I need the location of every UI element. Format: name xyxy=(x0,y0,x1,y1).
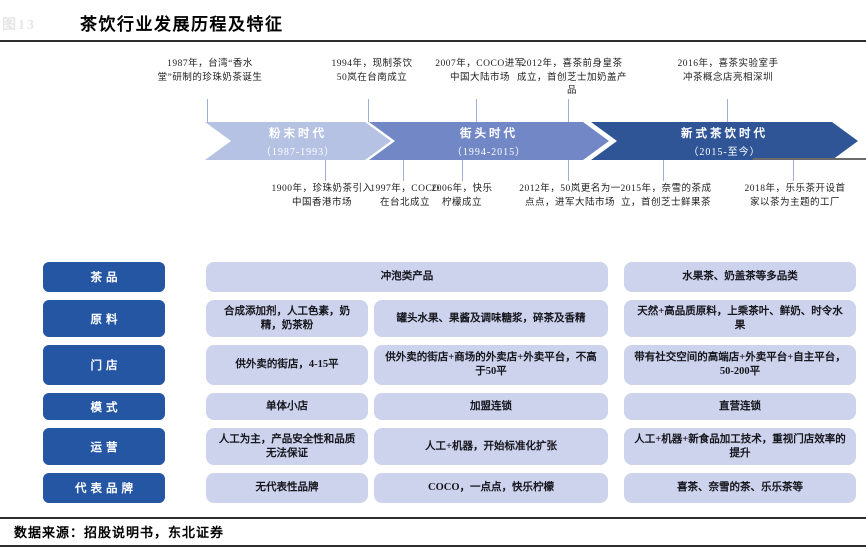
table-row: 代表品牌 无代表性品牌 COCO，一点点，快乐柠檬 喜茶、奈雪的茶、乐乐茶等 xyxy=(0,473,866,503)
table-cell: 人工+机器，开始标准化扩张 xyxy=(374,428,608,465)
connector-line xyxy=(727,99,728,122)
table-cell: 冲泡类产品 xyxy=(206,262,608,292)
timeline-event-above: 2007年，COCO进军中国大陆市场 xyxy=(435,59,525,83)
table-row: 运营 人工为主，产品安全性和品质无法保证 人工+机器，开始标准化扩张 人工+机器… xyxy=(0,428,866,465)
timeline-event-above: 1987年，台湾“香水堂”研制的珍珠奶茶诞生 xyxy=(157,59,263,83)
timeline-event-above: 2016年，喜茶实验室手冲茶概念店亮相深圳 xyxy=(677,59,779,83)
connector-line xyxy=(403,160,404,181)
table-cell: 单体小店 xyxy=(206,393,368,420)
connector-line xyxy=(793,160,794,181)
table-cell: 人工+机器+新食品加工技术，重视门店效率的提升 xyxy=(624,428,856,465)
timeline-event-below: 2012年，50岚更名为一点点，进军大陆市场 xyxy=(519,184,621,208)
table-cell: 天然+高品质原料，上乘茶叶、鲜奶、时令水果 xyxy=(624,300,856,337)
era-years: （2015-至今） xyxy=(688,146,761,158)
era-name: 粉末时代 xyxy=(269,127,327,140)
era-arrow-new-style: 新式茶饮时代 （2015-至今） xyxy=(591,122,858,160)
table-cell: 带有社交空间的高端店+外卖平台+自主平台，50-200平 xyxy=(624,345,856,385)
era-years: （1987-1993） xyxy=(260,146,336,158)
connector-line xyxy=(476,99,477,122)
table-cell: 水果茶、奶盖茶等多品类 xyxy=(624,262,856,292)
table-row: 茶品 冲泡类产品 水果茶、奶盖茶等多品类 xyxy=(0,262,866,292)
table-row: 模式 单体小店 加盟连锁 直营连锁 xyxy=(0,393,866,420)
title-divider xyxy=(0,40,866,42)
connector-line xyxy=(568,99,569,122)
connector-line xyxy=(462,160,463,181)
table-cell: 合成添加剂，人工色素，奶精，奶茶粉 xyxy=(206,300,368,337)
row-label: 门店 xyxy=(43,345,165,385)
source-note: 数据来源：招股说明书，东北证券 xyxy=(14,525,225,540)
table-row: 门店 供外卖的街店，4-15平 供外卖的街店+商场的外卖店+外卖平台，不高于50… xyxy=(0,345,866,385)
era-arrow-powder: 粉末时代 （1987-1993） xyxy=(205,122,391,160)
timeline-event-above: 2012年，喜茶前身皇茶成立，首创芝士加奶盖产品 xyxy=(517,59,628,96)
connector-line xyxy=(325,160,326,181)
source-divider-bottom xyxy=(0,545,866,547)
connector-line xyxy=(207,99,208,122)
table-cell: 无代表性品牌 xyxy=(206,473,368,503)
table-cell: 罐头水果、果酱及调味糖浆，碎茶及香精 xyxy=(374,300,608,337)
faded-figure-label: 图13 xyxy=(2,18,36,33)
connector-line xyxy=(568,160,569,181)
table-cell: 供外卖的街店+商场的外卖店+外卖平台，不高于50平 xyxy=(374,345,608,385)
era-name: 街头时代 xyxy=(460,127,518,140)
source-divider-top xyxy=(0,517,866,519)
row-label: 运营 xyxy=(43,428,165,465)
timeline-event-below: 2015年，奈雪的茶成立，首创芝士鲜果茶 xyxy=(620,184,712,208)
timeline-event-below: 1900年，珍珠奶茶引入中国香港市场 xyxy=(271,184,373,208)
timeline-event-below: 2006年，快乐柠檬成立 xyxy=(431,184,493,208)
table-cell: 直营连锁 xyxy=(624,393,856,420)
row-label: 原料 xyxy=(43,300,165,337)
era-arrow-street: 街头时代 （1994-2015） xyxy=(369,122,609,160)
timeline-event-below: 1997年，COCO在台北成立 xyxy=(370,184,440,208)
table-row: 原料 合成添加剂，人工色素，奶精，奶茶粉 罐头水果、果酱及调味糖浆，碎茶及香精 … xyxy=(0,300,866,337)
feature-table: 茶品 冲泡类产品 水果茶、奶盖茶等多品类 原料 合成添加剂，人工色素，奶精，奶茶… xyxy=(0,262,866,511)
table-cell: 加盟连锁 xyxy=(374,393,608,420)
connector-line xyxy=(663,160,664,181)
row-label: 茶品 xyxy=(43,262,165,292)
timeline-event-above: 1994年，现制茶饮50岚在台南成立 xyxy=(331,59,413,83)
timeline-baseline xyxy=(753,158,866,160)
table-cell: 人工为主，产品安全性和品质无法保证 xyxy=(206,428,368,465)
page-title: 茶饮行业发展历程及特征 xyxy=(80,15,284,34)
table-cell: COCO，一点点，快乐柠檬 xyxy=(374,473,608,503)
era-name: 新式茶饮时代 xyxy=(681,127,768,140)
table-cell: 供外卖的街店，4-15平 xyxy=(206,345,368,385)
table-cell: 喜茶、奈雪的茶、乐乐茶等 xyxy=(624,473,856,503)
timeline-event-below: 2018年，乐乐茶开设首家以茶为主题的工厂 xyxy=(744,184,846,208)
row-label: 模式 xyxy=(43,393,165,420)
era-years: （1994-2015） xyxy=(451,146,527,158)
connector-line xyxy=(368,99,369,122)
row-label: 代表品牌 xyxy=(43,473,165,503)
